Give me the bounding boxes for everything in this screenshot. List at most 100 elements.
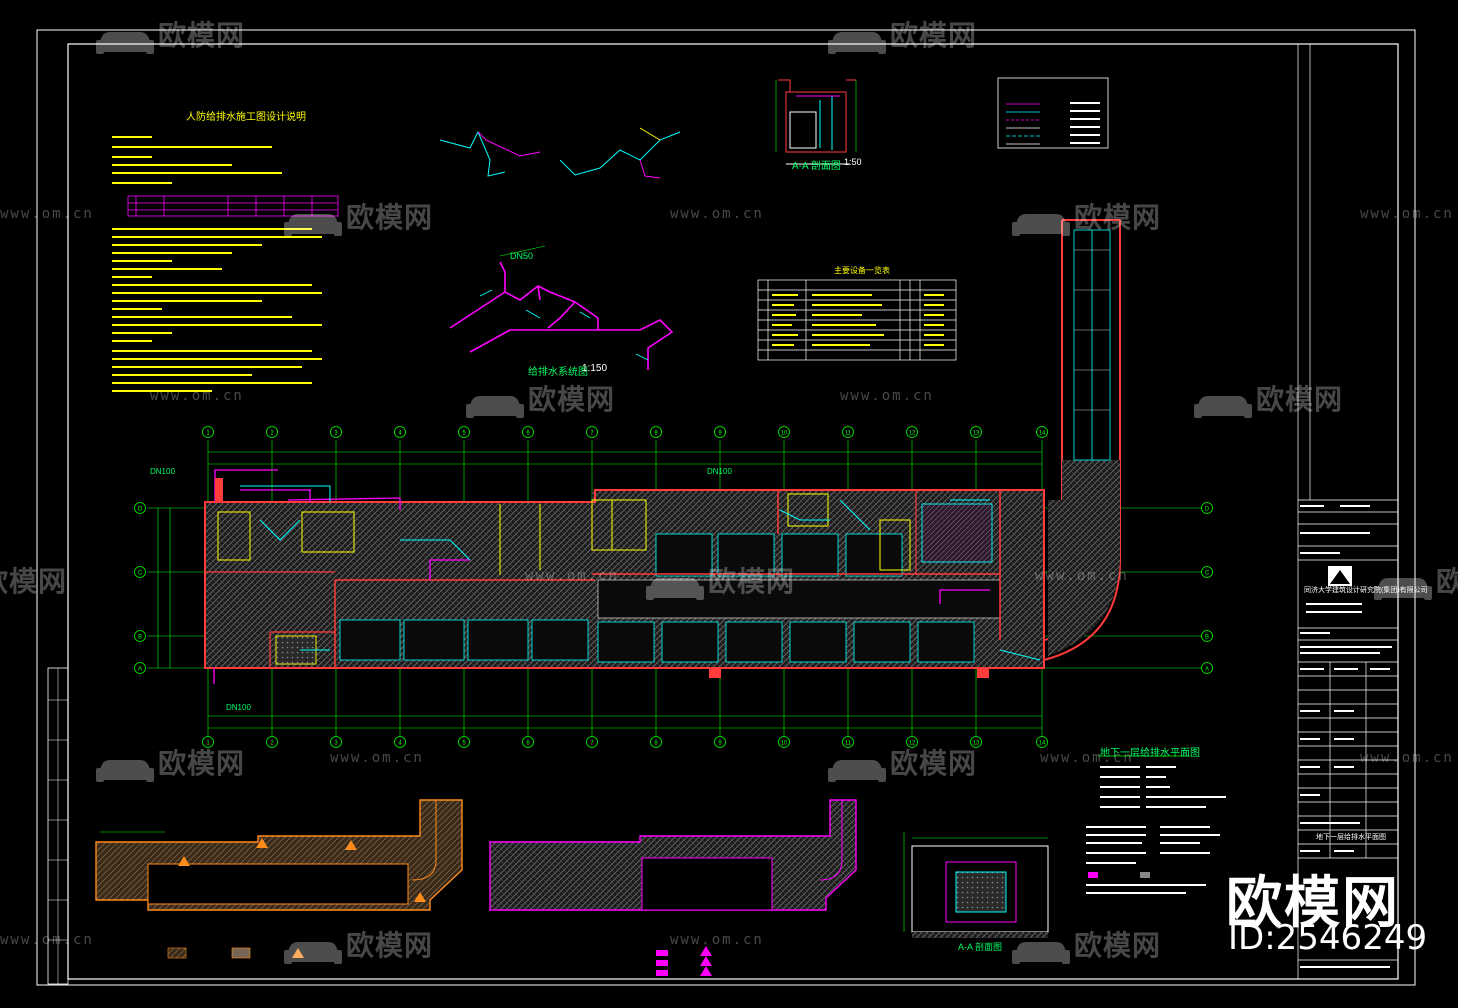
iso-diagram-title: 给排水系统图 xyxy=(528,367,588,378)
grid-bubble-row: C xyxy=(1201,566,1213,578)
grid-bubble-row: C xyxy=(134,566,146,578)
watermark-sofa-icon xyxy=(1012,214,1070,236)
svg-text:12: 12 xyxy=(909,741,916,747)
svg-text:D: D xyxy=(1205,507,1210,513)
brand-watermark: 欧模网 xyxy=(1226,871,1400,936)
watermark-sofa-icon xyxy=(466,396,524,418)
company-logo xyxy=(1328,566,1352,586)
grid-bubble-col: 12 xyxy=(906,736,918,748)
title-block xyxy=(1297,43,1399,980)
watermark-url: www.om.cn xyxy=(0,206,94,222)
grid-bubble-row: D xyxy=(1201,502,1213,514)
design-notes-title: 人防给排水施工图设计说明 xyxy=(186,112,306,123)
legend-top-right xyxy=(997,77,1109,149)
svg-text:6: 6 xyxy=(526,741,530,747)
grid-bubble-col: 4 xyxy=(394,736,406,748)
watermark-sofa-icon xyxy=(96,32,154,54)
svg-text:6: 6 xyxy=(526,431,530,437)
section-aa-bottom xyxy=(903,832,1049,938)
svg-text:14: 14 xyxy=(1039,741,1046,747)
brand-id: ID:2546249 xyxy=(1228,918,1428,958)
svg-text:3: 3 xyxy=(334,431,338,437)
outer-frame xyxy=(36,29,1416,986)
svg-text:14: 14 xyxy=(1039,431,1046,437)
svg-text:2: 2 xyxy=(270,431,274,437)
svg-text:2: 2 xyxy=(270,741,274,747)
grid-bubble-col: 13 xyxy=(970,426,982,438)
grid-bubble-col: 11 xyxy=(842,426,854,438)
watermark-text: 欧模网 xyxy=(158,747,246,780)
svg-text:5: 5 xyxy=(462,741,466,747)
grid-bubble-col: 11 xyxy=(842,736,854,748)
watermark-text: 欧模网 xyxy=(158,19,246,52)
iso-diagram-scale: 1:150 xyxy=(582,363,608,374)
grid-bubble-col: 9 xyxy=(714,736,726,748)
main-plan-title: 地下一层给排水平面图 xyxy=(1100,748,1200,759)
watermark-text: 欧模网 xyxy=(1436,565,1458,598)
grid-bubble-row: B xyxy=(1201,630,1213,642)
watermark-sofa-icon xyxy=(96,760,154,782)
watermark-sofa-icon xyxy=(828,760,886,782)
svg-text:C: C xyxy=(138,571,143,577)
left-inlet-label: DN100 xyxy=(150,467,175,476)
watermark-text: 欧模网 xyxy=(1074,201,1162,234)
grid-bubble-col: 10 xyxy=(778,736,790,748)
design-notes xyxy=(112,136,339,392)
grid-bubble-row: A xyxy=(134,662,146,674)
grid-bubble-col: 5 xyxy=(458,426,470,438)
grid-bubble-col: 8 xyxy=(650,426,662,438)
main-floor-plan xyxy=(148,219,1212,740)
grid-bubble-col: 7 xyxy=(586,736,598,748)
svg-text:B: B xyxy=(138,635,142,641)
svg-text:8: 8 xyxy=(654,741,658,747)
svg-text:4: 4 xyxy=(398,741,402,747)
svg-text:1: 1 xyxy=(206,431,210,437)
watermark-url: www.om.cn xyxy=(1360,206,1454,222)
grid-bubble-col: 1 xyxy=(202,426,214,438)
watermark-text: 欧模网 xyxy=(890,19,978,52)
watermark-url: www.om.cn xyxy=(670,932,764,948)
watermark-sofa-icon xyxy=(1194,396,1252,418)
svg-text:4: 4 xyxy=(398,431,402,437)
watermark-text: 欧模网 xyxy=(708,565,796,598)
grid-bubble-col: 8 xyxy=(650,736,662,748)
watermark-url: www.om.cn xyxy=(150,388,244,404)
svg-text:12: 12 xyxy=(909,431,916,437)
watermark-url: www.om.cn xyxy=(1360,750,1454,766)
svg-text:7: 7 xyxy=(590,431,594,437)
svg-text:7: 7 xyxy=(590,741,594,747)
watermark-url: www.om.cn xyxy=(0,932,94,948)
bottom-plan-orange xyxy=(95,799,463,959)
plan-legend xyxy=(1086,826,1220,894)
watermark-text: 欧模网 xyxy=(0,565,68,598)
svg-text:1: 1 xyxy=(206,741,210,747)
section-aa-top xyxy=(775,79,857,165)
grid-bubble-row: A xyxy=(1201,662,1213,674)
grid-bubble-col: 1 xyxy=(202,736,214,748)
svg-text:11: 11 xyxy=(845,741,852,747)
grid-bubble-col: 12 xyxy=(906,426,918,438)
watermark-text: 欧模网 xyxy=(346,929,434,962)
watermark-text: 欧模网 xyxy=(346,201,434,234)
watermark-url: www.om.cn xyxy=(840,388,934,404)
watermark-text: 欧模网 xyxy=(890,747,978,780)
svg-text:3: 3 xyxy=(334,741,338,747)
svg-text:A: A xyxy=(138,667,142,673)
svg-text:9: 9 xyxy=(718,741,722,747)
grid-bubble-col: 6 xyxy=(522,426,534,438)
watermark-url: www.om.cn xyxy=(330,750,424,766)
watermark-sofa-icon xyxy=(646,578,704,600)
watermark-url: www.om.cn xyxy=(525,568,619,584)
svg-text:D: D xyxy=(138,507,143,513)
watermark-sofa-icon xyxy=(1374,578,1432,600)
svg-text:5: 5 xyxy=(462,431,466,437)
svg-text:11: 11 xyxy=(845,431,852,437)
svg-text:C: C xyxy=(1205,571,1210,577)
grid-bubble-row: D xyxy=(134,502,146,514)
grid-bubble-col: 9 xyxy=(714,426,726,438)
iso-dn-label: DN50 xyxy=(510,251,534,261)
iso-top-small xyxy=(439,127,681,179)
grid-bubble-col: 14 xyxy=(1036,426,1048,438)
